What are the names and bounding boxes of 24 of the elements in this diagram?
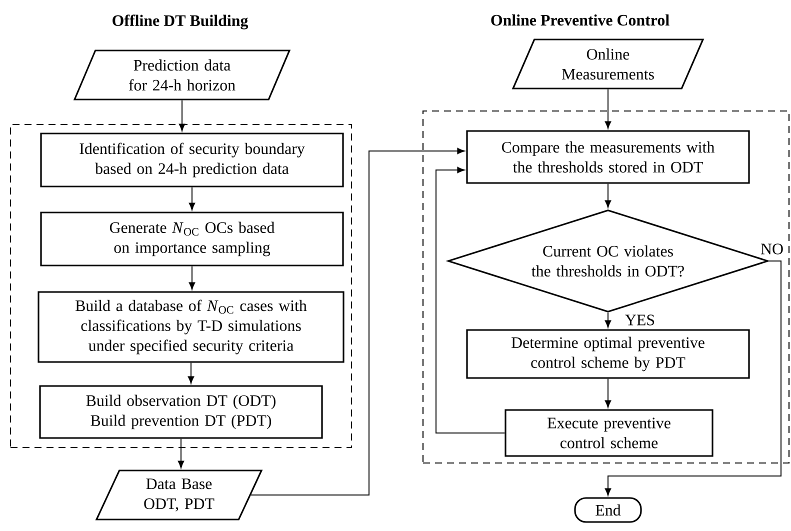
- process-box: Generate N$_{OC}$ OCs based on importance sampling: [40, 212, 344, 266]
- arrow: [188, 266, 196, 290]
- arrow: [604, 378, 612, 408]
- arrow: [436, 166, 506, 434]
- arrow: [178, 438, 184, 468]
- dashed-group-box: [422, 110, 790, 464]
- process-box: Compare the measurements with the thresholds stored in ODT: [466, 130, 750, 184]
- process-box: Determine optimal preventive control scheme by PDT: [466, 329, 750, 379]
- arrow: [604, 88, 612, 129]
- process-box: Build a database of N$_{OC}$ cases with classifications by T-D simulations under specified security criteria: [38, 291, 344, 363]
- terminal-box: End: [574, 497, 642, 523]
- arrow: [604, 183, 612, 208]
- arrow: [188, 186, 196, 210]
- process-box: Build observation DT (ODT) Build prevention DT (PDT): [39, 385, 323, 439]
- arrow: [178, 100, 186, 132]
- arrow: [604, 260, 782, 496]
- edge-label: YES: [625, 314, 654, 326]
- arrow: [604, 312, 612, 328]
- arrow: [250, 148, 465, 496]
- process-box: Execute preventive control scheme: [504, 409, 714, 457]
- dashed-group-box: [10, 124, 352, 448]
- arrow: [188, 362, 194, 384]
- section-title: Offline DT Building: [112, 14, 248, 30]
- process-box: Identification of security boundary based on 24-h prediction data: [40, 132, 344, 188]
